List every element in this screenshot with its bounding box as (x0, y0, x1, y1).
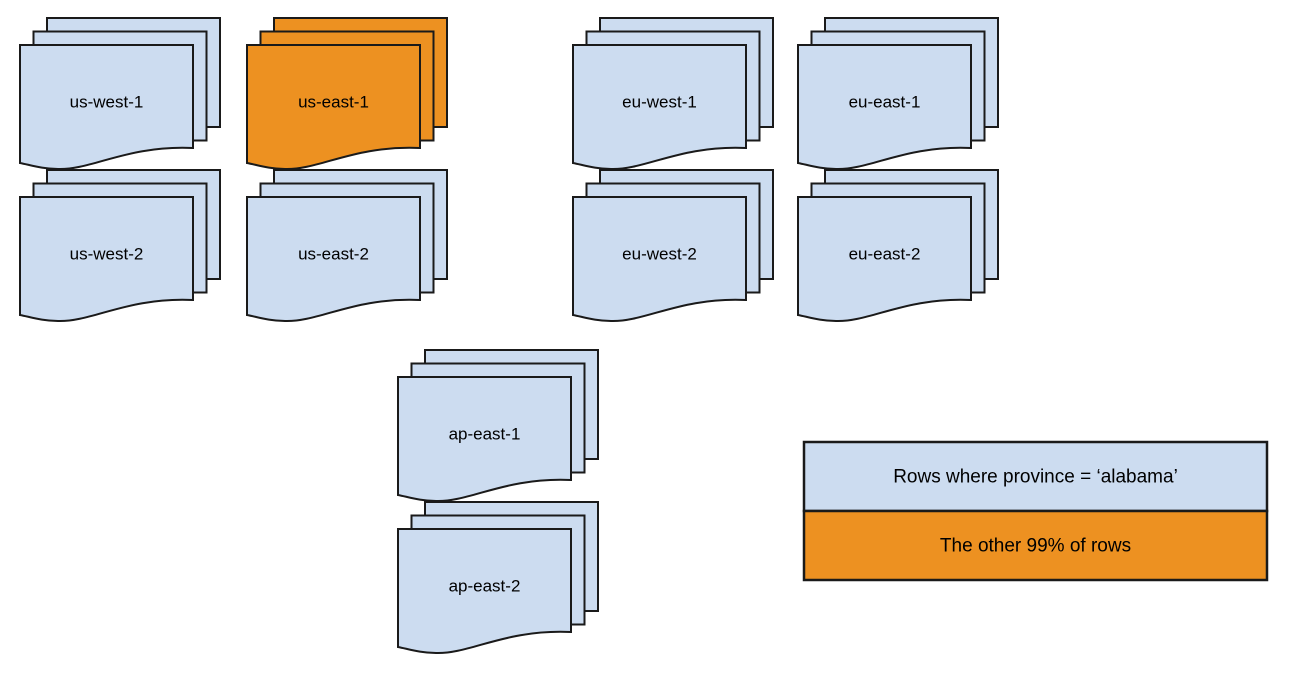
region-stack-us-west-2[interactable]: us-west-2 (19, 169, 221, 323)
region-stack-ap-east-2[interactable]: ap-east-2 (397, 501, 599, 655)
region-stack-label: eu-west-1 (622, 92, 697, 111)
region-stack-eu-west-2[interactable]: eu-west-2 (572, 169, 774, 323)
region-stack-label: us-east-1 (298, 92, 369, 111)
region-stack-label: eu-east-2 (849, 244, 921, 263)
stack-sheet-front (797, 44, 972, 171)
legend-row-label: The other 99% of rows (940, 536, 1131, 557)
legend-row-label: Rows where province = ‘alabama’ (893, 467, 1178, 488)
region-stack-label: eu-west-2 (622, 244, 697, 263)
region-stack-label: ap-east-2 (449, 576, 521, 595)
stack-sheet-front (19, 196, 194, 323)
legend-row-swatch (802, 440, 1269, 513)
legend-layer: Rows where province = ‘alabama’ The other… (802, 440, 1269, 582)
region-stack-label: us-west-2 (70, 244, 144, 263)
region-stack-eu-east-2[interactable]: eu-east-2 (797, 169, 999, 323)
region-stack-label: us-east-2 (298, 244, 369, 263)
region-stack-eu-east-1[interactable]: eu-east-1 (797, 17, 999, 171)
region-stack-us-east-1[interactable]: us-east-1 (246, 17, 448, 171)
stack-sheet-front (246, 196, 421, 323)
stacks-layer: us-west-1 us-east-1 eu-west-1 eu-east-1 us-w… (19, 17, 999, 655)
legend-row-swatch (802, 509, 1269, 582)
stack-sheet-front (397, 528, 572, 655)
region-stack-eu-west-1[interactable]: eu-west-1 (572, 17, 774, 171)
region-stack-label: ap-east-1 (449, 424, 521, 443)
region-stack-us-west-1[interactable]: us-west-1 (19, 17, 221, 171)
region-stack-label: eu-east-1 (849, 92, 921, 111)
stack-sheet-front (572, 196, 747, 323)
stack-sheet-front (572, 44, 747, 171)
region-stack-us-east-2[interactable]: us-east-2 (246, 169, 448, 323)
stack-sheet-front (246, 44, 421, 171)
region-stack-label: us-west-1 (70, 92, 144, 111)
stack-sheet-front (797, 196, 972, 323)
stack-sheet-front (397, 376, 572, 503)
stack-sheet-front (19, 44, 194, 171)
region-stack-ap-east-1[interactable]: ap-east-1 (397, 349, 599, 503)
